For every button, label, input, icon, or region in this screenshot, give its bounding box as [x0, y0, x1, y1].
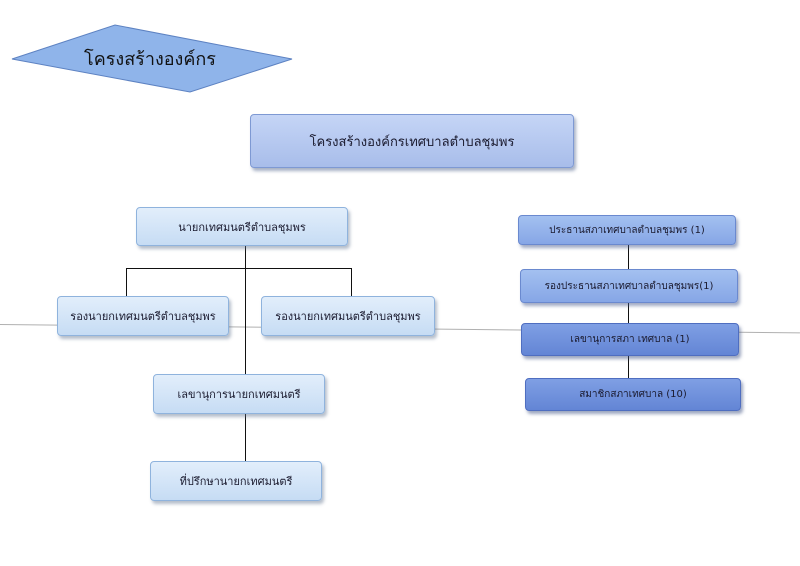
council-members-label: สมาชิกสภาเทศบาล (10) — [579, 389, 687, 400]
advisor-label: ที่ปรึกษานายกเทศมนตรี — [179, 475, 293, 488]
secretary-advisor-connector — [245, 412, 246, 462]
council-secretary-box: เลขานุการสภา เทศบาล (1) — [521, 323, 739, 356]
mayor-label: นายกเทศมนตรีตำบลชุมพร — [178, 220, 306, 234]
mayor-secretary-label: เลขานุการนายกเทศมนตรี — [177, 388, 301, 401]
council-vice-president-label: รองประธานสภาเทศบาลตำบลชุมพร(1) — [544, 280, 714, 292]
council-connector-2 — [628, 303, 629, 323]
deputy-horizontal-connector — [126, 268, 352, 269]
deputy-right-label: รองนายกเทศมนตรีตำบลชุมพร — [275, 310, 421, 323]
deputy-left-box: รองนายกเทศมนตรีตำบลชุมพร — [57, 296, 229, 336]
mayor-secretary-box: เลขานุการนายกเทศมนตรี — [153, 374, 325, 414]
deputy-right-connector — [351, 268, 352, 296]
council-vice-president-box: รองประธานสภาเทศบาลตำบลชุมพร(1) — [520, 269, 738, 303]
header-title: โครงสร้างองค์กร — [84, 49, 216, 70]
deputy-left-label: รองนายกเทศมนตรีตำบลชุมพร — [70, 310, 216, 323]
mayor-box: นายกเทศมนตรีตำบลชุมพร — [136, 207, 348, 246]
council-secretary-label: เลขานุการสภา เทศบาล (1) — [570, 334, 690, 345]
chart-title-box: โครงสร้างองค์กรเทศบาลตำบลชุมพร — [250, 114, 574, 168]
deputy-left-connector — [126, 268, 127, 296]
mayor-vertical-connector — [245, 246, 246, 376]
council-president-label: ประธานสภาเทศบาลตำบลชุมพร (1) — [549, 224, 705, 236]
council-president-box: ประธานสภาเทศบาลตำบลชุมพร (1) — [518, 215, 736, 245]
council-connector-1 — [628, 245, 629, 269]
council-members-box: สมาชิกสภาเทศบาล (10) — [525, 378, 741, 411]
header-diamond — [11, 24, 293, 93]
advisor-box: ที่ปรึกษานายกเทศมนตรี — [150, 461, 322, 501]
deputy-right-box: รองนายกเทศมนตรีตำบลชุมพร — [261, 296, 435, 336]
chart-title: โครงสร้างองค์กรเทศบาลตำบลชุมพร — [309, 134, 515, 150]
council-connector-3 — [628, 356, 629, 378]
